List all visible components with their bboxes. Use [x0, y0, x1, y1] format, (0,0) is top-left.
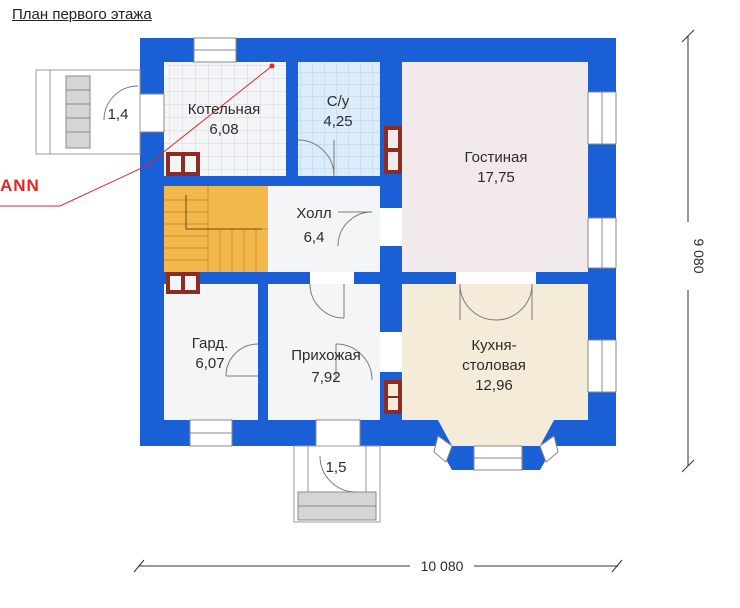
room-entry-name: Прихожая — [291, 347, 361, 364]
callout-dot — [269, 63, 275, 69]
dimension-width-line — [133, 559, 623, 573]
room-wc-name: С/у — [327, 93, 350, 110]
room-kitchen-area: 12,96 — [475, 377, 513, 394]
dimension-width-label: 10 080 — [421, 558, 464, 574]
room-boiler-name: Котельная — [188, 101, 261, 118]
callout-line — [0, 65, 273, 207]
ventilation-blocks — [166, 126, 402, 414]
room-living-area: 17,75 — [477, 169, 515, 186]
stair-treads — [164, 186, 268, 272]
room-hall — [268, 186, 380, 272]
room-hall-name: Холл — [296, 205, 331, 222]
bay-window-left — [433, 435, 453, 463]
brand-logo-fragment: ANN — [0, 176, 40, 195]
room-wc — [298, 62, 380, 176]
room-living — [402, 62, 588, 272]
dimension-height-label: 9 080 — [691, 238, 707, 273]
room-hall-area: 6,4 — [304, 229, 325, 246]
porch-side-area: 1,4 — [108, 106, 129, 123]
room-wardrobe-area: 6,07 — [195, 355, 224, 372]
room-entry-area: 7,92 — [311, 369, 340, 386]
front-porch — [293, 445, 381, 523]
door-openings — [310, 208, 536, 372]
room-wardrobe — [164, 284, 258, 420]
windows — [139, 37, 617, 471]
porch-front-area: 1,5 — [326, 459, 347, 476]
room-living-name: Гостиная — [465, 149, 528, 166]
room-kitchen-name-1: Кухня- — [471, 337, 516, 354]
room-entry — [268, 284, 380, 420]
room-wc-area: 4,25 — [323, 113, 352, 130]
room-kitchen-name-2: столовая — [462, 357, 526, 374]
bay-window-right — [539, 435, 559, 463]
room-boiler-area: 6,08 — [209, 121, 238, 138]
door-swings — [225, 139, 533, 381]
window-panes — [190, 49, 603, 459]
room-kitchen — [402, 284, 588, 446]
dimension-height-line — [681, 29, 695, 473]
side-porch — [35, 69, 141, 155]
room-wardrobe-name: Гард. — [192, 335, 229, 352]
page-title: План первого этажа — [12, 6, 152, 23]
